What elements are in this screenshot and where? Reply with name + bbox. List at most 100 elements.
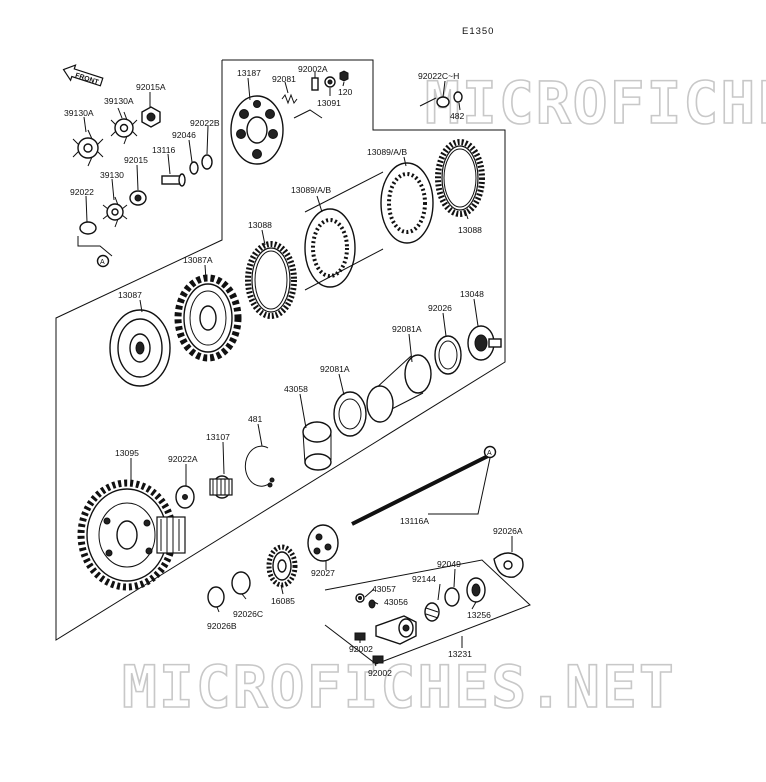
lever-assembly-13231 <box>375 615 417 645</box>
washer-92026C <box>231 571 251 595</box>
assembly-boundary <box>55 59 506 641</box>
bolt-line <box>293 109 323 119</box>
label-481: 481 <box>248 414 263 424</box>
label-92046: 92046 <box>172 130 196 140</box>
front-arrow-icon: FRONT <box>62 64 104 87</box>
bearing-92081A-lower <box>333 391 367 437</box>
label-92081A-lower: 92081A <box>320 364 350 374</box>
washer-92022B <box>201 154 213 170</box>
label-13048: 13048 <box>460 289 484 299</box>
bearing-92046 <box>189 161 199 175</box>
pushrod-13116 <box>161 173 186 187</box>
watermark-bottom: MICROFICHES.NET <box>122 653 676 721</box>
label-92022: 92022 <box>70 187 94 197</box>
label-92027: 92027 <box>311 568 335 578</box>
label-39130: 39130 <box>100 170 124 180</box>
label-13095: 13095 <box>115 448 139 458</box>
plate-stack-lines <box>304 171 384 291</box>
label-92015A: 92015A <box>136 82 166 92</box>
label-39130A-upper: 39130A <box>104 96 134 106</box>
nut-92015A <box>141 106 161 128</box>
watermark-top: MICROFICHES.NET <box>425 69 766 137</box>
circlip-line <box>419 97 437 107</box>
bolt-92002A <box>311 77 319 91</box>
washer-92026B <box>207 586 225 608</box>
star-plate-lower <box>102 196 128 228</box>
bearing-92081A-upper <box>366 354 432 423</box>
bolt-92002-lower <box>372 655 384 664</box>
label-43057: 43057 <box>372 584 396 594</box>
label-92144: 92144 <box>412 574 436 584</box>
label-13116A: 13116A <box>400 516 429 526</box>
circlip-481 <box>244 445 275 488</box>
label-13089AB-upper: 13089/A/B <box>367 147 407 157</box>
label-92022C-H: 92022C~H <box>418 71 459 81</box>
callout-a-rod-circle <box>483 445 497 459</box>
label-13091: 13091 <box>317 98 341 108</box>
label-92002-upper: 92002 <box>349 644 373 654</box>
sleeve-43058 <box>302 421 332 471</box>
spring-92144 <box>424 602 440 622</box>
label-92015: 92015 <box>124 155 148 165</box>
label-13088-right: 13088 <box>458 225 482 235</box>
friction-plate-13089-rear <box>380 162 434 244</box>
washer-92022A <box>175 485 195 509</box>
washer-43056 <box>368 599 376 609</box>
pressure-plate-13187 <box>230 95 284 165</box>
friction-plate-13089-front <box>304 208 356 288</box>
label-92022A: 92022A <box>168 454 198 464</box>
spring-92081 <box>281 93 298 105</box>
bearing-13256 <box>466 577 486 603</box>
label-39130A-lower: 39130A <box>64 108 94 118</box>
cover-92026A <box>493 552 524 578</box>
clutch-housing-13087 <box>109 309 171 387</box>
callout-a-label: A <box>100 259 105 266</box>
bolt-43057 <box>355 593 365 603</box>
label-13187: 13187 <box>237 68 261 78</box>
label-13087A: 13087A <box>183 255 213 265</box>
pushrod-13116A <box>351 453 491 526</box>
label-92081A-upper: 92081A <box>392 324 422 334</box>
label-43056: 43056 <box>384 597 408 607</box>
washer-92022 <box>79 221 97 235</box>
label-92022B: 92022B <box>190 118 220 128</box>
label-92002A: 92002A <box>298 64 328 74</box>
callout-a-circle <box>96 254 110 268</box>
steel-plate-13088-right <box>435 139 485 217</box>
lifter-92027 <box>307 524 339 562</box>
subassembly-boundary <box>324 559 531 665</box>
label-92026C: 92026C <box>233 609 263 619</box>
callout-a-rod-label: A <box>487 450 492 457</box>
bearing-13048 <box>467 325 502 361</box>
primary-gear-13095 <box>77 479 186 591</box>
label-92049: 92049 <box>437 559 461 569</box>
needle-bearing-13107 <box>209 475 233 499</box>
callout-box <box>77 236 113 257</box>
bolt-92002-upper <box>354 632 366 641</box>
label-16085: 16085 <box>271 596 295 606</box>
circlip-482 <box>453 91 463 103</box>
star-plate-middle <box>110 111 138 145</box>
star-plate-upper <box>72 129 104 167</box>
nut-92015 <box>129 190 147 206</box>
diagram-code: E1350 <box>462 26 494 37</box>
label-13231: 13231 <box>448 649 472 659</box>
label-92002-lower: 92002 <box>368 668 392 678</box>
label-13256: 13256 <box>467 610 491 620</box>
label-13088-left: 13088 <box>248 220 272 230</box>
steel-plate-13088-left <box>245 241 297 319</box>
label-92026B: 92026B <box>207 621 237 631</box>
leader-lines <box>83 72 513 667</box>
label-120: 120 <box>338 87 353 97</box>
label-92026A: 92026A <box>493 526 523 536</box>
label-482: 482 <box>450 111 465 121</box>
label-92026: 92026 <box>428 303 452 313</box>
bolt-120 <box>339 70 349 82</box>
label-13116: 13116 <box>152 145 175 155</box>
label-13087: 13087 <box>118 290 142 300</box>
label-92081: 92081 <box>272 74 296 84</box>
clutch-hub-13087A <box>174 274 242 362</box>
shim-92022C-H <box>436 96 450 108</box>
washer-13091 <box>324 76 336 88</box>
